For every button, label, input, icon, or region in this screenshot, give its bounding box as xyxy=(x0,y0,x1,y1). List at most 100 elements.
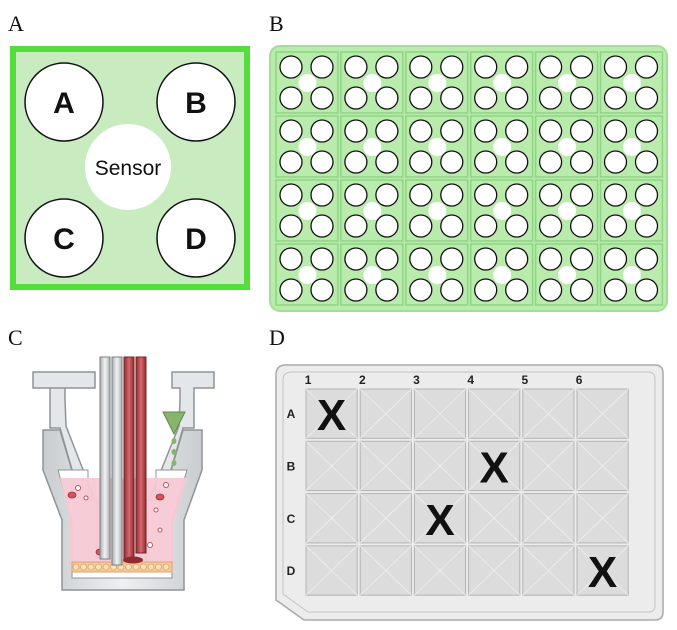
dispense-nozzle xyxy=(162,411,186,436)
grid-well xyxy=(603,247,628,271)
column-label: 2 xyxy=(359,373,366,387)
grid-well xyxy=(538,247,563,271)
grid-cell-sensor xyxy=(298,74,317,92)
grid-well xyxy=(603,119,628,143)
grid-well xyxy=(634,55,659,79)
grid-cell-sensor xyxy=(558,74,577,92)
grid-well xyxy=(538,278,563,302)
grid-well xyxy=(538,119,563,143)
grid-well xyxy=(344,86,368,110)
grid-well xyxy=(538,183,563,207)
grid-well xyxy=(344,278,368,302)
grid-cell xyxy=(469,115,534,178)
panel-b-plate xyxy=(269,45,668,312)
grid-cell-sensor xyxy=(298,202,317,220)
grid-well xyxy=(440,86,464,110)
grid-well xyxy=(440,214,464,238)
grid-well xyxy=(569,247,594,271)
grid-well xyxy=(409,214,433,238)
plate-well-facet xyxy=(576,545,629,596)
grid-well xyxy=(440,119,464,143)
well-a xyxy=(24,62,104,142)
grid-cell xyxy=(275,115,339,178)
grid-well xyxy=(310,214,334,238)
well-mark-x: X xyxy=(425,496,454,545)
grid-cell xyxy=(340,115,404,178)
column-label: 6 xyxy=(576,373,583,387)
grid-cell-sensor xyxy=(622,74,641,92)
grid-cell xyxy=(405,51,469,114)
well-a-label: A xyxy=(53,87,75,120)
grid-well xyxy=(505,214,529,238)
grid-cell xyxy=(340,179,404,242)
column-label: 1 xyxy=(305,373,312,387)
plate-well-facet xyxy=(576,493,629,544)
grid-cell-sensor xyxy=(493,138,512,156)
grid-well xyxy=(505,86,529,110)
grid-well xyxy=(344,150,368,174)
grid-well xyxy=(474,214,498,238)
plate-well-facet xyxy=(305,388,358,439)
drop-2 xyxy=(171,449,177,455)
grid-well xyxy=(474,150,498,174)
grid-well xyxy=(538,55,563,79)
grid-well xyxy=(440,278,464,302)
grid-well xyxy=(279,86,303,110)
sediment-bead xyxy=(87,563,95,571)
plate-well-facet xyxy=(576,388,629,439)
grid-well xyxy=(375,278,399,302)
grid-well xyxy=(505,278,529,302)
plate-well-facet xyxy=(359,388,412,439)
grid-well xyxy=(634,86,659,110)
row-label: D xyxy=(287,564,296,578)
grid-well xyxy=(409,247,433,271)
panel-b: B xyxy=(269,11,668,312)
grid-well xyxy=(375,183,399,207)
plate-well-facet xyxy=(359,493,412,544)
plate-well-facet xyxy=(522,440,575,491)
grid-cell-sensor xyxy=(298,138,317,156)
grid-well xyxy=(603,150,628,174)
sediment-bead xyxy=(155,563,162,571)
grid-well xyxy=(603,214,628,238)
grid-cell-sensor xyxy=(558,266,577,284)
grid-well xyxy=(474,247,498,271)
grid-cell-sensor xyxy=(558,202,577,220)
grid-cell xyxy=(469,51,534,114)
grid-cell xyxy=(340,51,404,114)
panel-c: C xyxy=(8,325,215,591)
electrode-red-2 xyxy=(135,356,147,554)
grid-well xyxy=(409,119,433,143)
grid-cell-sensor xyxy=(298,266,317,284)
grid-cell xyxy=(340,243,404,306)
plate-well-facet xyxy=(305,545,358,596)
sediment-bead xyxy=(80,563,87,571)
electrode-2 xyxy=(111,356,123,566)
grid-cell-sensor xyxy=(622,138,641,156)
column-label: 4 xyxy=(467,373,474,387)
grid-well xyxy=(474,86,498,110)
grid-well xyxy=(634,119,659,143)
grid-well xyxy=(375,55,399,79)
grid-cell xyxy=(405,243,469,306)
grid-cell xyxy=(469,179,534,242)
plate-well-facet xyxy=(468,388,521,439)
grid-cell-sensor xyxy=(622,202,641,220)
grid-well xyxy=(474,278,498,302)
grid-cell xyxy=(275,51,339,114)
plate-well-facet xyxy=(359,440,412,491)
column-label: 3 xyxy=(413,373,420,387)
panel-d-letter: D xyxy=(269,325,285,350)
grid-cell xyxy=(469,243,534,306)
well-b xyxy=(156,62,236,142)
grid-well xyxy=(409,278,433,302)
cells xyxy=(75,482,169,548)
grid-cell-sensor xyxy=(363,74,382,92)
grid-cell xyxy=(599,51,664,114)
grid-well xyxy=(505,247,529,271)
grid-cell-sensor xyxy=(558,138,577,156)
